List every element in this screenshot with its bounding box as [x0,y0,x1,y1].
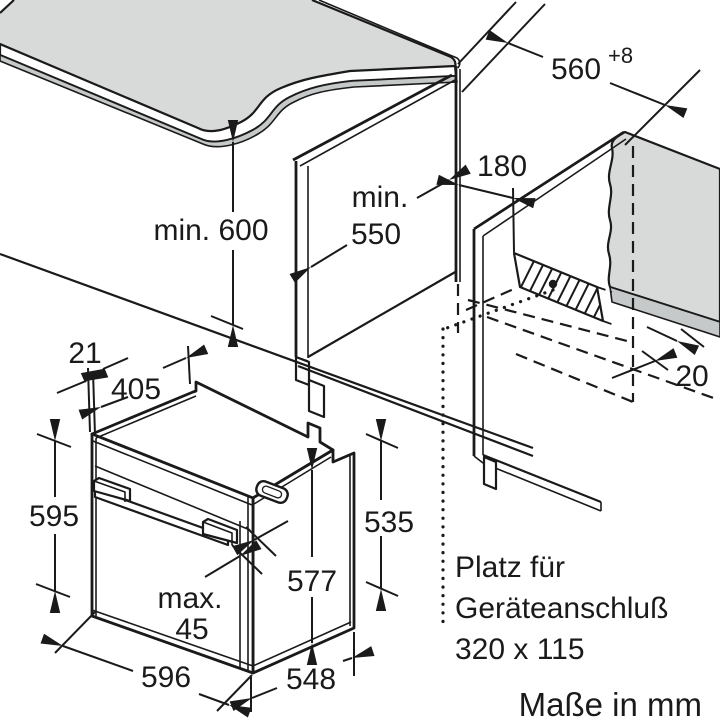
units-note: Maße in mm [519,686,702,720]
hidden-edges [456,146,720,404]
dim-handle-depth-label2: 45 [175,613,208,646]
dim-handle-depth: max. 45 [157,520,289,646]
connection-point [548,279,558,289]
dim-niche-width-label: 560 [551,53,601,86]
dim-body-depth: 548 [229,632,375,712]
connection-note: Platz für Geräteanschluß 320 x 115 [455,551,668,666]
dim-front-height-label: 595 [29,500,79,533]
dim-connection-offset-label: 180 [477,150,527,183]
dim-niche-width: 560 +8 [457,1,701,146]
dim-rear-height: 535 [364,419,414,611]
dim-connection-offset: 180 [436,150,536,253]
dim-rear-gap: 20 [611,326,709,393]
dim-niche-depth: min. 550 [289,164,471,283]
dim-niche-depth-label2: 550 [351,218,401,251]
back-panel-edge [609,286,720,338]
back-panel-surface [606,130,720,324]
oven-handle [92,476,239,547]
cabinet-foot [482,455,498,491]
dim-worktop-height-label: min. 600 [153,214,268,247]
dim-body-height-label: 577 [287,565,337,598]
dim-top-depth-label: 405 [111,373,161,406]
dim-front-height: 595 [29,419,79,613]
dim-body-depth-label: 548 [286,663,336,696]
oven-side-grip [255,479,289,505]
base-cabinet-left [292,66,461,419]
back-panel [606,130,720,338]
dim-niche-width-tolerance: +8 [608,43,633,68]
dim-top-depth: 405 [78,344,209,420]
worktop [0,0,461,148]
dim-front-width-label: 596 [141,661,191,694]
dim-niche-depth-label1: min. [352,181,409,214]
worktop-surface [0,0,457,132]
right-cabinet-wall [472,130,627,512]
dim-rear-gap-label: 20 [675,360,708,393]
cabinet-foot [294,355,311,387]
connection-leader [441,288,555,630]
dim-front-overlap-label: 21 [68,337,101,370]
dim-front-width: 596 [40,611,253,718]
dim-front-overlap: 21 [56,337,129,436]
connection-note-line3: 320 x 115 [455,633,585,666]
oven-door-seam [94,465,251,531]
dim-handle-depth-label1: max. [157,582,222,615]
dim-body-height: 577 [287,448,337,665]
oven-front [90,432,255,675]
dim-rear-height-label: 535 [364,506,414,539]
dim-worktop-height: min. 600 [153,120,269,347]
oven [90,380,356,675]
connection-note-line1: Platz für [455,551,565,584]
cabinet-foot [307,378,326,419]
connection-note-line2: Geräteanschluß [455,592,668,625]
